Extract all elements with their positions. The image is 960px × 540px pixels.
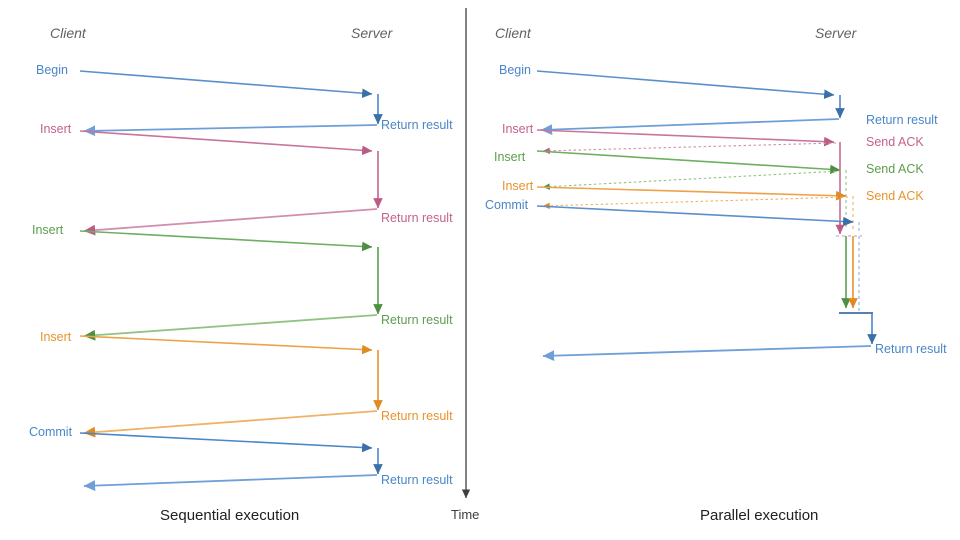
parallel-caption: Parallel execution <box>700 507 819 524</box>
sequential-panel-arrows <box>79 70 383 491</box>
seq-message-insert-1: Insert <box>40 122 72 136</box>
par-client-role: Client <box>495 25 531 41</box>
seq-message-begin: Begin <box>36 63 68 77</box>
par-message-insert-3: Insert <box>502 179 534 193</box>
par-message-insert-1: Insert <box>502 122 534 136</box>
sequential-caption: Sequential execution <box>160 507 300 524</box>
seq-client-role: Client <box>50 25 86 41</box>
seq-message-insert-2: Insert <box>32 223 64 237</box>
par-message-begin: Begin <box>499 63 531 77</box>
par-message-commit: Commit <box>485 198 529 212</box>
par-server-role: Server <box>815 25 857 41</box>
seq-reply-2: Return result <box>381 313 453 327</box>
seq-reply-1: Return result <box>381 211 453 225</box>
seq-message-insert-3: Insert <box>40 330 72 344</box>
parallel-panel-arrows <box>536 70 877 362</box>
seq-reply-3: Return result <box>381 409 453 423</box>
par-ack-3: Send ACK <box>866 189 924 203</box>
par-ack-1: Send ACK <box>866 135 924 149</box>
par-reply-0: Return result <box>866 113 938 127</box>
par-reply-4: Return result <box>875 342 947 356</box>
seq-reply-4: Return result <box>381 473 453 487</box>
seq-message-commit: Commit <box>29 425 73 439</box>
seq-reply-0: Return result <box>381 118 453 132</box>
seq-server-role: Server <box>351 25 393 41</box>
par-ack-2: Send ACK <box>866 162 924 176</box>
time-axis-label: Time <box>451 507 480 522</box>
par-message-insert-2: Insert <box>494 150 526 164</box>
